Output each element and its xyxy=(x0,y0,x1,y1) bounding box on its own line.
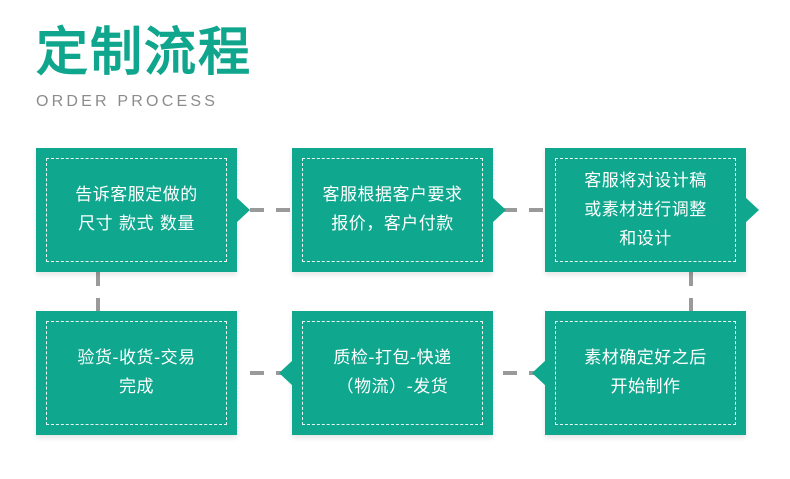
arrow-right-icon xyxy=(745,197,759,223)
flow-step-1[interactable]: 告诉客服定做的 尺寸 款式 数量 xyxy=(36,148,250,272)
connector-step5-to-step6 xyxy=(250,371,294,375)
flow-step-3[interactable]: 客服将对设计稿 或素材进行调整 和设计 xyxy=(545,148,759,272)
flow-step-4-label: 素材确定好之后 开始制作 xyxy=(584,348,707,397)
flow-step-1-border: 告诉客服定做的 尺寸 款式 数量 xyxy=(46,158,227,262)
flow-step-3-border: 客服将对设计稿 或素材进行调整 和设计 xyxy=(555,158,736,262)
flow-step-2[interactable]: 客服根据客户要求 报价，客户付款 xyxy=(292,148,506,272)
arrow-right-icon xyxy=(236,197,250,223)
flow-step-4-border: 素材确定好之后 开始制作 xyxy=(555,321,736,425)
flow-step-5[interactable]: 质检-打包-快递 （物流）-发货 xyxy=(279,311,493,435)
flow-step-2-label: 客服根据客户要求 报价，客户付款 xyxy=(322,185,463,234)
flow-step-5-border: 质检-打包-快递 （物流）-发货 xyxy=(302,321,483,425)
connector-step6-loop-to-step1 xyxy=(96,272,100,312)
flow-step-2-border: 客服根据客户要求 报价，客户付款 xyxy=(302,158,483,262)
arrow-right-icon xyxy=(492,197,506,223)
flow-step-6-label: 验货-收货-交易 完成 xyxy=(77,348,196,397)
page-subtitle: ORDER PROCESS xyxy=(36,93,219,110)
arrow-left-icon xyxy=(532,360,546,386)
flow-step-5-label: 质检-打包-快递 （物流）-发货 xyxy=(333,348,452,397)
connector-step4-to-step5 xyxy=(503,371,547,375)
flow-step-3-label: 客服将对设计稿 或素材进行调整 和设计 xyxy=(584,170,707,249)
arrow-left-icon xyxy=(279,360,293,386)
connector-step2-to-step3 xyxy=(503,208,547,212)
page-title: 定制流程 xyxy=(36,23,253,83)
flow-step-4[interactable]: 素材确定好之后 开始制作 xyxy=(532,311,746,435)
flow-step-6[interactable]: 验货-收货-交易 完成 xyxy=(36,311,237,435)
flow-step-1-label: 告诉客服定做的 尺寸 款式 数量 xyxy=(75,185,198,234)
header: 定制流程 ORDER PROCESS xyxy=(36,22,252,112)
connector-step3-to-step4 xyxy=(689,272,693,312)
flow-step-6-border: 验货-收货-交易 完成 xyxy=(46,321,227,425)
connector-step1-to-step2 xyxy=(250,208,294,212)
